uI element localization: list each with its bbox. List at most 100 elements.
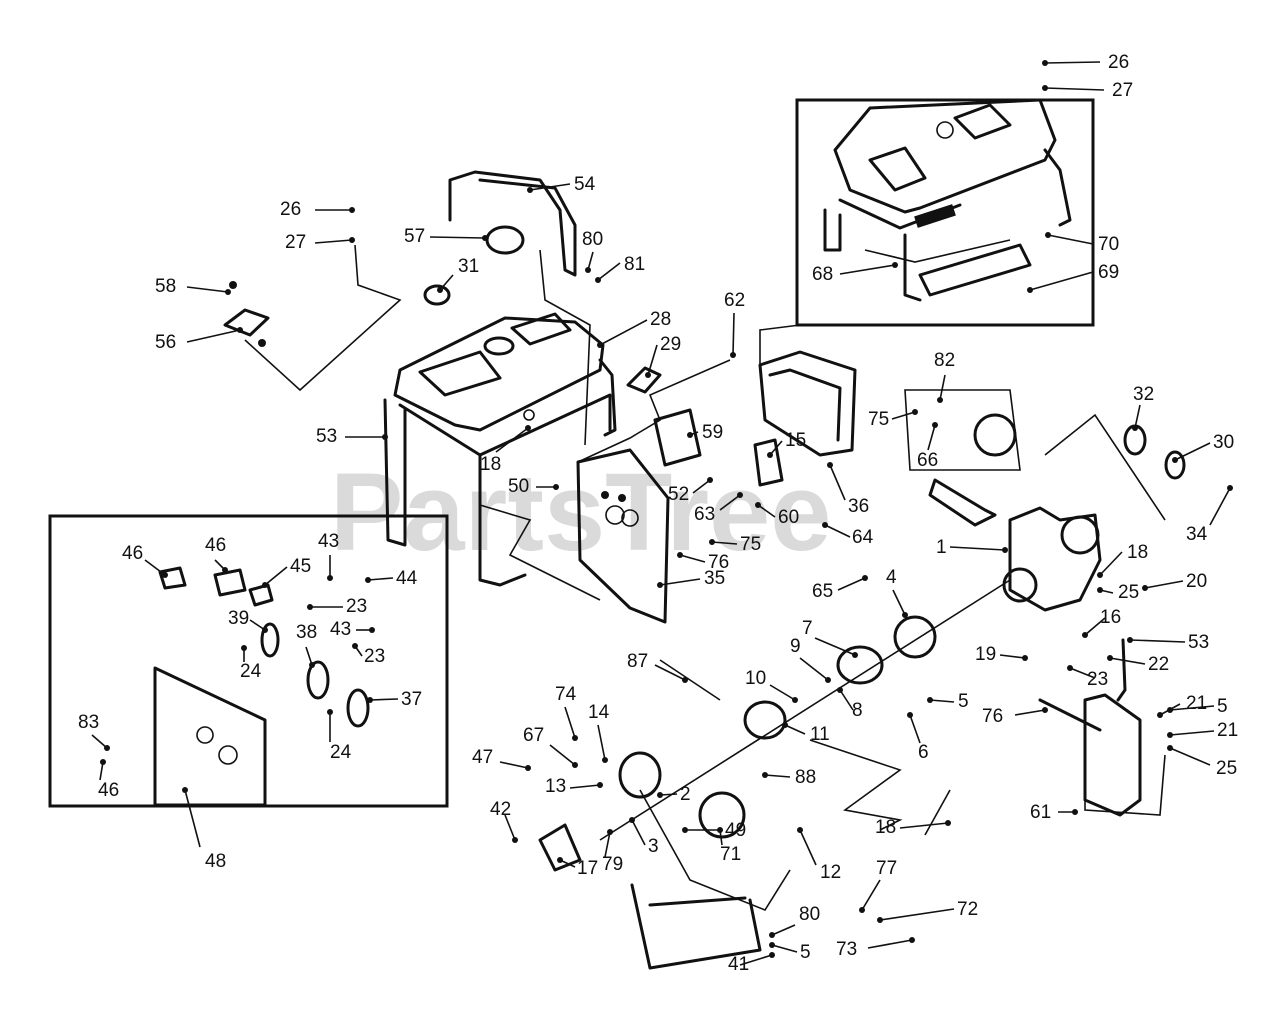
fuel-shutoff-valve <box>626 366 662 394</box>
callout-point-2 <box>657 792 663 798</box>
callout-label-24: 24 <box>240 661 262 682</box>
callout-leader-18 <box>1099 551 1123 576</box>
callout-leader-80 <box>771 924 796 936</box>
control-panel-plate <box>576 448 670 624</box>
callout-point-66 <box>932 422 938 428</box>
callout-label-57: 57 <box>404 226 425 247</box>
callout-leader-75 <box>711 541 738 545</box>
callout-point-44 <box>365 577 371 583</box>
engine-inset-arrow <box>928 478 997 527</box>
callout-point-24 <box>327 709 333 715</box>
engine-detail-inset <box>904 389 1021 471</box>
callout-label-23: 23 <box>364 646 385 667</box>
callout-leader-54 <box>529 183 571 191</box>
callout-point-22 <box>1107 655 1113 661</box>
callout-leader-18 <box>899 822 949 829</box>
callout-leader-76 <box>679 554 706 563</box>
callout-point-30 <box>1172 457 1178 463</box>
callout-point-58 <box>225 289 231 295</box>
callout-leader-14 <box>597 724 606 761</box>
callout-label-36: 36 <box>848 496 869 517</box>
callout-leader-31 <box>439 274 454 291</box>
callout-point-29 <box>645 372 651 378</box>
callout-leader-58 <box>186 286 229 293</box>
gas-cap-strainer <box>423 284 451 306</box>
callout-leader-67 <box>549 744 576 766</box>
callout-point-63 <box>737 492 743 498</box>
callout-leader-10 <box>769 684 796 701</box>
callout-label-13: 13 <box>545 776 566 797</box>
callout-point-23 <box>307 604 313 610</box>
fuel-cap <box>485 225 525 255</box>
callout-point-41 <box>769 952 775 958</box>
callout-leader-5 <box>1169 705 1215 711</box>
callout-leader-12 <box>799 829 817 866</box>
callout-label-10: 10 <box>745 668 766 689</box>
callout-label-43: 43 <box>330 619 351 640</box>
callout-point-37 <box>367 697 373 703</box>
callout-label-61: 61 <box>1030 802 1051 823</box>
callout-leader-83 <box>91 734 108 749</box>
callout-point-53 <box>382 434 388 440</box>
callout-leader-19 <box>999 654 1026 659</box>
receptacle-frame <box>653 408 702 467</box>
callout-point-1 <box>1002 547 1008 553</box>
callout-point-21 <box>1157 712 1163 718</box>
callout-point-18 <box>525 425 531 431</box>
callout-leader-6 <box>909 714 921 744</box>
callout-label-8: 8 <box>852 700 863 721</box>
callout-label-38: 38 <box>296 622 317 643</box>
callout-point-32 <box>1132 425 1138 431</box>
callout-point-24 <box>241 645 247 651</box>
callout-label-5: 5 <box>800 942 811 963</box>
callout-leader-23 <box>1069 667 1096 679</box>
callout-leader-25 <box>1169 747 1211 766</box>
callout-point-69 <box>1027 287 1033 293</box>
callout-point-75 <box>912 409 918 415</box>
callout-label-24: 24 <box>330 742 352 763</box>
control-box-housing <box>758 350 857 457</box>
callout-leader-48 <box>184 789 201 848</box>
callout-point-4 <box>902 612 908 618</box>
callout-label-59: 59 <box>702 422 723 443</box>
callout-label-32: 32 <box>1133 384 1154 405</box>
frame-leg-53 <box>1116 638 1127 702</box>
callout-label-5: 5 <box>958 691 969 712</box>
callout-point-82 <box>937 397 943 403</box>
callout-point-9 <box>825 677 831 683</box>
callout-leader-41 <box>739 954 773 966</box>
callout-leader-72 <box>879 908 955 921</box>
callout-point-81 <box>595 277 601 283</box>
callout-point-88 <box>762 772 768 778</box>
callout-label-39: 39 <box>228 608 249 629</box>
callout-leader-46 <box>99 761 104 781</box>
callout-point-18 <box>945 820 951 826</box>
callout-point-52 <box>707 477 713 483</box>
callout-leader-16 <box>1084 617 1106 636</box>
callout-label-83: 83 <box>78 712 99 733</box>
callout-label-82: 82 <box>934 350 955 371</box>
callout-label-26: 26 <box>280 199 301 220</box>
callout-label-71: 71 <box>720 844 741 865</box>
callout-point-12 <box>797 827 803 833</box>
callout-leader-45 <box>264 566 288 586</box>
callout-label-66: 66 <box>917 450 938 471</box>
callout-leader-29 <box>647 344 658 376</box>
callout-label-5: 5 <box>1217 696 1228 717</box>
fuel-tank-and-frame <box>383 312 617 587</box>
callout-leader-15 <box>769 440 783 456</box>
callout-leader-44 <box>367 577 394 581</box>
callout-leader-38 <box>305 646 313 666</box>
callout-point-5 <box>1167 707 1173 713</box>
callout-label-46: 46 <box>98 780 119 801</box>
callout-label-18: 18 <box>480 454 501 475</box>
callout-label-26: 26 <box>1108 52 1129 73</box>
callout-point-6 <box>907 712 913 718</box>
callout-label-7: 7 <box>802 618 813 639</box>
callout-label-2: 2 <box>680 784 691 805</box>
callout-label-20: 20 <box>1186 571 1207 592</box>
callout-point-53 <box>1127 637 1133 643</box>
callout-point-46 <box>162 572 168 578</box>
engine-mount-bracket <box>1038 693 1166 817</box>
rotor-shaft-axis <box>599 579 1011 841</box>
